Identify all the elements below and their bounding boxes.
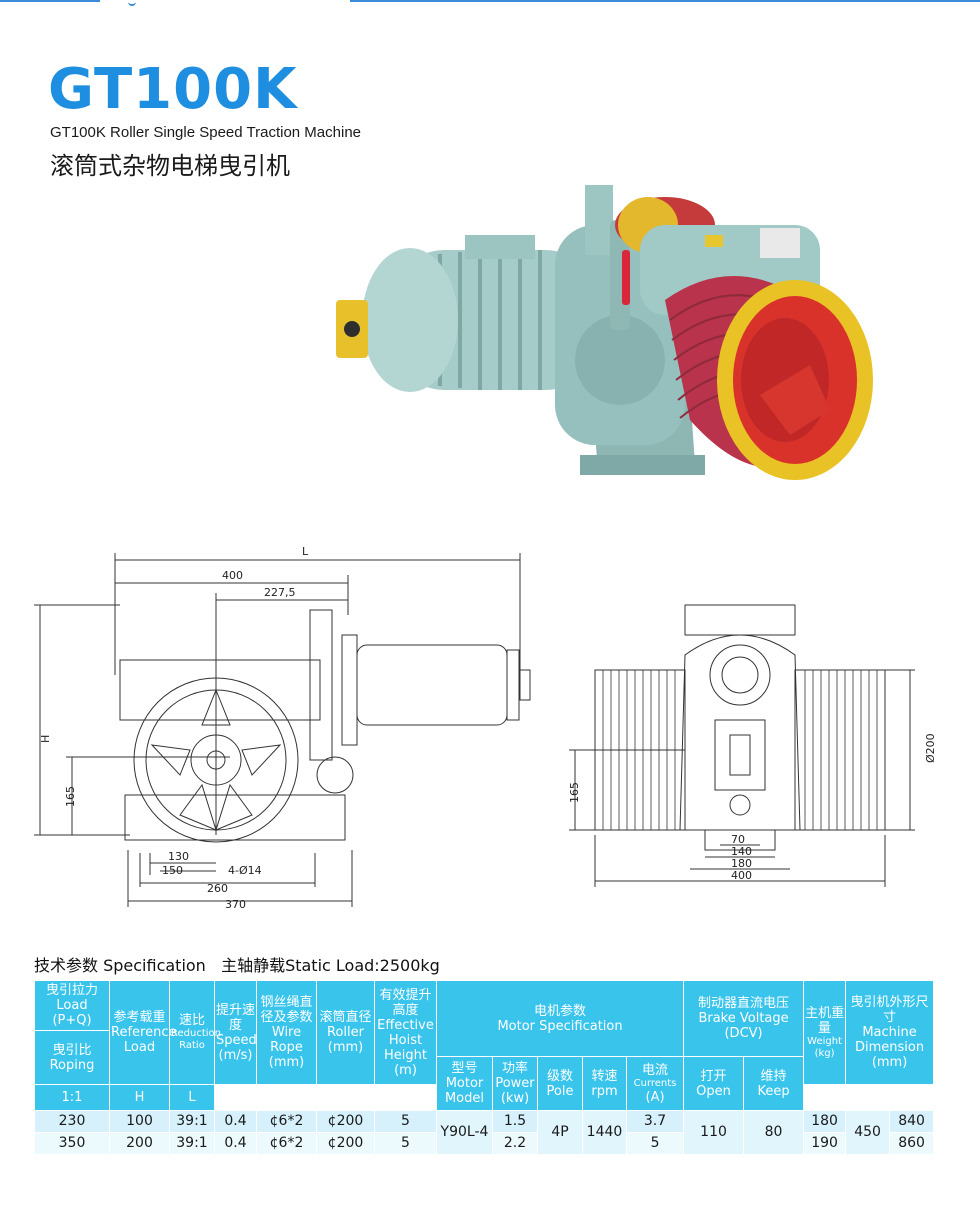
th-roping-value: 1:1 [34, 1084, 110, 1111]
product-subtitle-en: GT100K Roller Single Speed Traction Mach… [50, 124, 362, 141]
cell-roller: ¢200 [316, 1132, 375, 1155]
cell-ref: 100 [109, 1110, 170, 1133]
cell-open: 110 [683, 1110, 745, 1155]
cell-power: 2.2 [492, 1132, 538, 1155]
front-dim-200: Ø200 [924, 733, 937, 763]
front-view-drawing: Ø200 165 70 140 180 400 [568, 604, 937, 887]
cell-rope: ¢6*2 [256, 1110, 317, 1133]
th-dim-L: L [169, 1084, 215, 1111]
side-view-drawing: L 400 227,5 H 165 130 150 4-Ø14 260 370 [34, 545, 531, 911]
front-dim-140: 140 [731, 845, 752, 858]
cell-ref: 200 [109, 1132, 170, 1155]
cell-weight: 180 [803, 1110, 847, 1133]
cell-dim-H: 450 [845, 1110, 891, 1155]
cell-ratio: 39:1 [169, 1110, 215, 1133]
front-dim-400: 400 [731, 869, 752, 882]
cell-speed: 0.4 [214, 1132, 257, 1155]
front-dim-180: 180 [731, 857, 752, 870]
cell-load: 350 [34, 1132, 110, 1155]
cell-keep: 80 [743, 1110, 805, 1155]
side-dim-260: 260 [207, 882, 228, 895]
cell-rope: ¢6*2 [256, 1132, 317, 1155]
side-dim-165: 165 [64, 786, 77, 807]
front-dim-165: 165 [568, 782, 581, 803]
side-dim-hole: 4-Ø14 [228, 864, 262, 877]
th-dim-H: H [109, 1084, 170, 1111]
cell-power: 1.5 [492, 1110, 538, 1133]
product-subtitle-cn: 滚筒式杂物电梯曳引机 [50, 152, 290, 180]
cell-pole: 4P [537, 1110, 583, 1155]
cell-model: Y90L-4 [436, 1110, 493, 1155]
side-dim-400: 400 [222, 569, 243, 582]
cell-speed: 0.4 [214, 1110, 257, 1133]
table-row: 230 100 39:1 0.4 ¢6*2 ¢200 5 Y90L-4 1.5 … [34, 1110, 935, 1155]
spec-heading: 技术参数 Specification 主轴静载Static Load:2500k… [34, 956, 440, 975]
side-dim-L: L [302, 545, 309, 558]
table-row: 350 200 39:1 0.4 ¢6*2 ¢200 5 2.2 5 190 8… [34, 1132, 935, 1155]
cell-height: 5 [374, 1132, 437, 1155]
side-dim-370: 370 [225, 898, 246, 911]
cell-weight: 190 [803, 1132, 847, 1155]
top-rule [0, 0, 980, 6]
cell-roller: ¢200 [316, 1110, 375, 1133]
front-dim-70: 70 [731, 833, 745, 846]
cell-height: 5 [374, 1110, 437, 1133]
cell-current: 5 [625, 1132, 685, 1155]
cell-dim-L: 840 [889, 1110, 935, 1133]
cell-rpm: 1440 [582, 1110, 627, 1155]
product-photo [336, 185, 873, 480]
side-dim-227: 227,5 [264, 586, 296, 599]
cell-load: 230 [34, 1110, 110, 1133]
cell-current: 3.7 [625, 1110, 685, 1133]
side-dim-H: H [39, 735, 52, 743]
product-title: GT100K [48, 57, 298, 122]
cell-ratio: 39:1 [169, 1132, 215, 1155]
cell-dim-L: 860 [889, 1132, 935, 1155]
side-dim-130: 130 [168, 850, 189, 863]
side-dim-150: 150 [162, 864, 183, 877]
